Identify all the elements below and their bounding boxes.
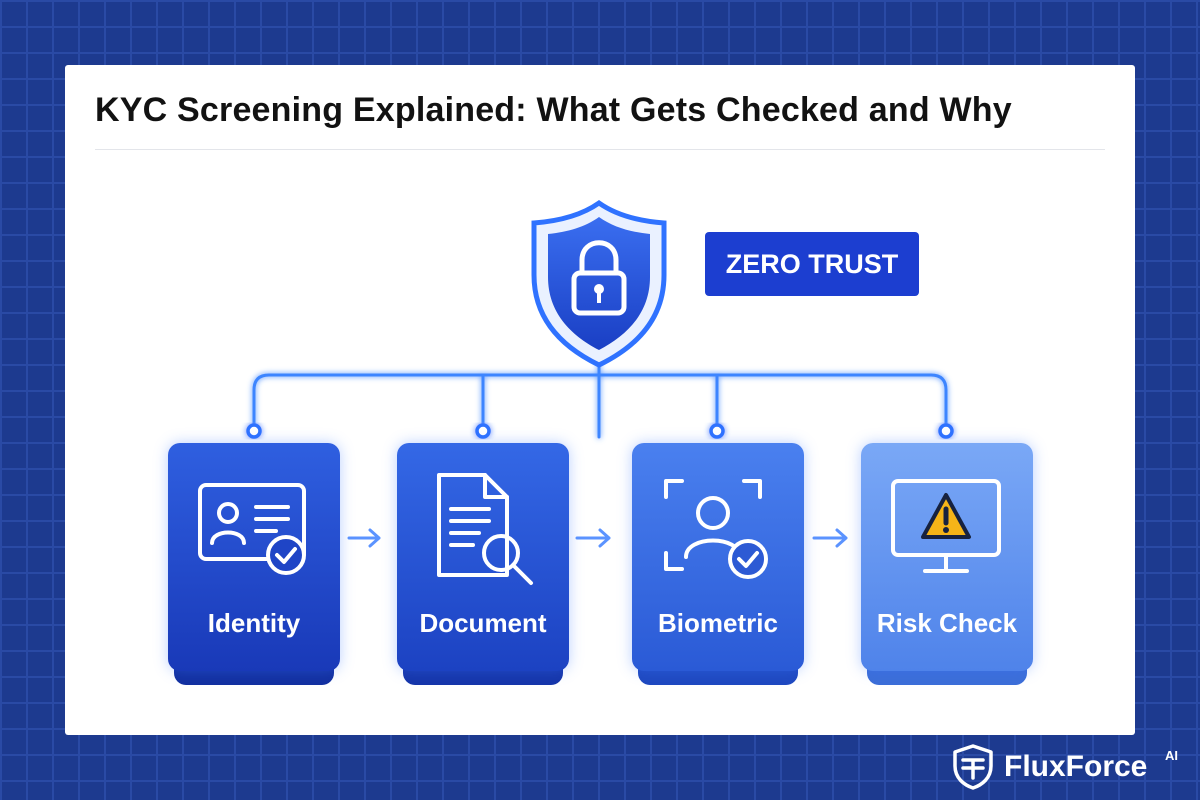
brand-name: FluxForce xyxy=(1004,750,1148,783)
face-scan-check-icon xyxy=(664,479,768,579)
shield-lock-icon xyxy=(531,199,667,368)
step-risk-check: Risk Check xyxy=(861,443,1033,685)
brand-suffix: AI xyxy=(1165,748,1178,763)
connector-lines xyxy=(246,353,954,548)
step-label: Document xyxy=(419,608,547,638)
step-identity: Identity xyxy=(168,443,340,685)
step-face: Risk Check xyxy=(861,443,1033,671)
step-face: Document xyxy=(397,443,569,671)
document-search-icon xyxy=(437,473,533,585)
step-label: Biometric xyxy=(658,608,778,638)
step-biometric: Biometric xyxy=(632,443,804,685)
zero-trust-badge: ZERO TRUST xyxy=(705,232,919,296)
brand-logo: FluxForce AI xyxy=(952,742,1192,794)
step-document: Document xyxy=(397,443,569,685)
page-title: KYC Screening Explained: What Gets Check… xyxy=(95,91,1012,129)
id-card-check-icon xyxy=(198,483,306,575)
step-label: Risk Check xyxy=(876,608,1018,638)
step-face: Identity xyxy=(168,443,340,671)
shield-logo-icon xyxy=(953,744,993,790)
title-divider xyxy=(95,149,1105,150)
step-label: Identity xyxy=(207,608,301,638)
content-card: KYC Screening Explained: What Gets Check… xyxy=(65,65,1135,735)
step-face: Biometric xyxy=(632,443,804,671)
monitor-warning-icon xyxy=(891,479,1001,573)
